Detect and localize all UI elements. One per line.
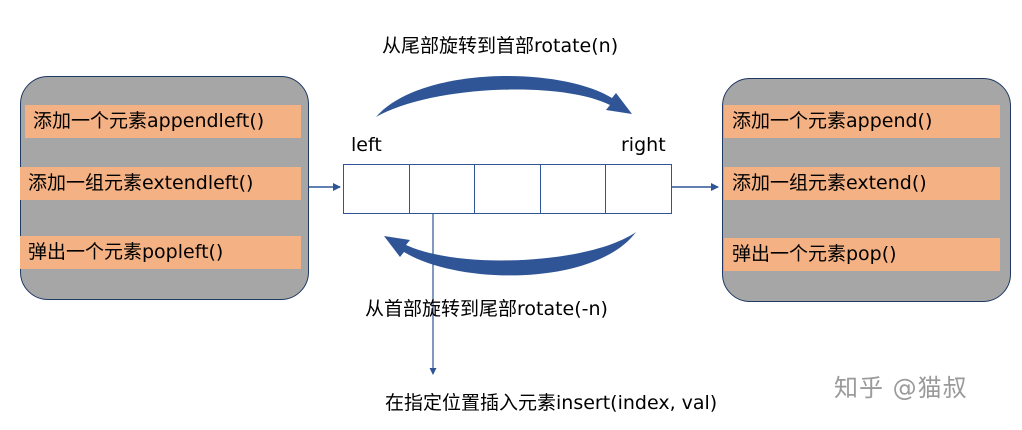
deque-cell — [541, 165, 607, 213]
pop-op: 弹出一个元素pop() — [724, 238, 1000, 271]
rotate-n-label: 从尾部旋转到首部rotate(n) — [382, 35, 619, 57]
rotate-neg-n-label: 从首部旋转到尾部rotate(-n) — [365, 298, 608, 320]
rotate-n-arc — [376, 75, 632, 117]
deque-cell — [344, 165, 410, 213]
deque-cell — [410, 165, 476, 213]
append-op: 添加一个元素append() — [724, 105, 1000, 138]
watermark: 知乎 @猫叔 — [834, 374, 968, 402]
deque-cell — [475, 165, 541, 213]
popleft-op: 弹出一个元素popleft() — [20, 236, 301, 269]
insert-label: 在指定位置插入元素insert(index, val) — [385, 392, 718, 414]
extend-op: 添加一组元素extend() — [724, 167, 1000, 200]
deque-cells — [343, 164, 672, 214]
appendleft-op: 添加一个元素appendleft() — [25, 105, 301, 138]
rotate-neg-n-arc — [384, 232, 636, 276]
right-end-label: right — [621, 134, 666, 156]
left-end-label: left — [351, 134, 382, 156]
extendleft-op: 添加一组元素extendleft() — [20, 167, 301, 200]
